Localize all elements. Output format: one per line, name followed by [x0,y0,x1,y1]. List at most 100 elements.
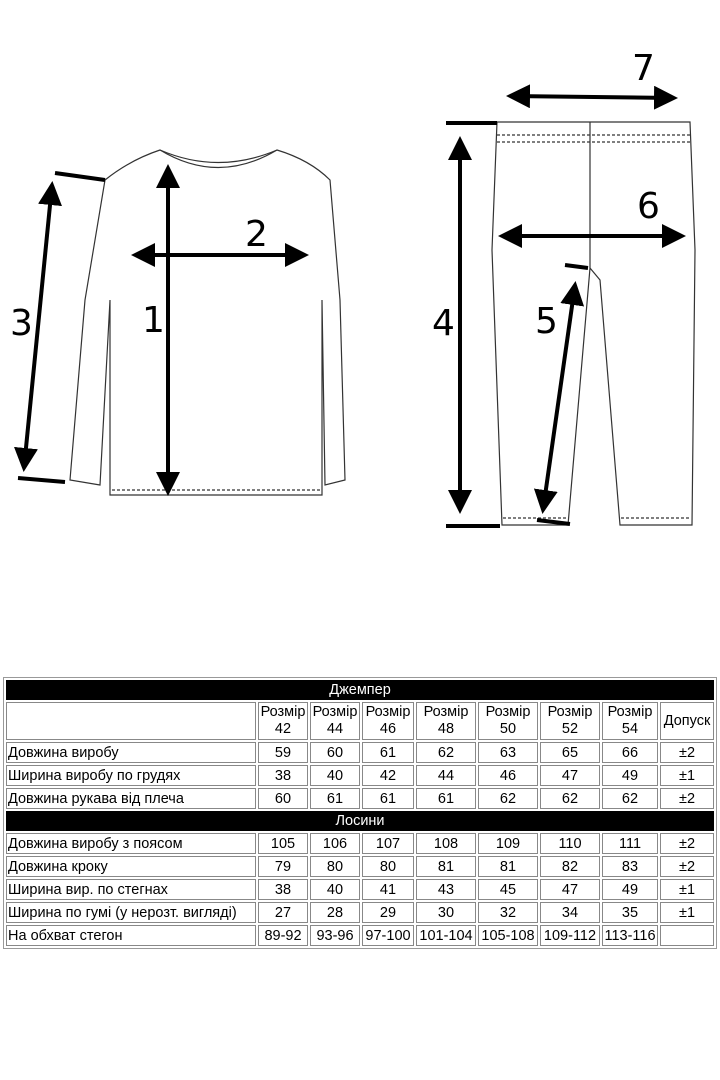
section-title: Джемпер [6,680,715,700]
value-cell: 83 [602,856,658,877]
value-cell: 106 [310,833,360,854]
value-cell: 93-96 [310,925,360,946]
value-cell: 80 [310,856,360,877]
size-word: Розмір [607,704,653,720]
tolerance-cell: ±2 [660,833,715,854]
value-cell: 30 [416,902,476,923]
tolerance-cell: ±2 [660,788,715,809]
value-cell: 62 [416,742,476,763]
value-cell: 61 [362,742,414,763]
value-cell: 35 [602,902,658,923]
tolerance-cell: ±1 [660,765,715,786]
label-1: 1 [142,300,165,341]
row-label: Довжина рукава від плеча [6,788,256,809]
value-cell: 81 [416,856,476,877]
size-number: 48 [437,721,455,737]
value-cell: 105-108 [478,925,538,946]
size-word: Розмір [365,704,411,720]
row-label: Ширина виробу по грудях [6,765,256,786]
value-cell: 49 [602,765,658,786]
value-cell: 107 [362,833,414,854]
sweater-outline [69,149,346,496]
label-3: 3 [10,303,33,344]
value-cell: 46 [478,765,538,786]
value-cell: 109-112 [540,925,600,946]
value-cell: 38 [258,879,308,900]
size-word: Розмір [423,704,469,720]
value-cell: 81 [478,856,538,877]
value-cell: 62 [540,788,600,809]
value-cell: 62 [478,788,538,809]
tolerance-cell [660,925,715,946]
size-word: Розмір [547,704,593,720]
label-2: 2 [245,214,268,255]
section-header: Лосини [6,811,715,831]
value-cell: 82 [540,856,600,877]
value-cell: 101-104 [416,925,476,946]
value-cell: 97-100 [362,925,414,946]
value-cell: 27 [258,902,308,923]
size-number: 46 [379,721,397,737]
row-label: Довжина виробу [6,742,256,763]
value-cell: 43 [416,879,476,900]
value-cell: 61 [362,788,414,809]
label-5: 5 [535,301,558,342]
value-cell: 80 [362,856,414,877]
value-cell: 65 [540,742,600,763]
value-cell: 59 [258,742,308,763]
size-word: Розмір [260,704,306,720]
size-word: Розмір [312,704,358,720]
tolerance-cell: ±2 [660,856,715,877]
value-cell: 47 [540,879,600,900]
value-cell: 60 [258,788,308,809]
value-cell: 89-92 [258,925,308,946]
value-cell: 44 [416,765,476,786]
value-cell: 47 [540,765,600,786]
value-cell: 79 [258,856,308,877]
row-label: Довжина виробу з поясом [6,833,256,854]
size-diagram: 1 2 3 4 5 6 7 [10,48,696,528]
leggings-outline [491,121,696,526]
size-number: 52 [561,721,579,737]
section-header: Джемпер [6,680,715,700]
value-cell: 40 [310,879,360,900]
value-cell: 40 [310,765,360,786]
value-cell: 34 [540,902,600,923]
value-cell: 105 [258,833,308,854]
value-cell: 108 [416,833,476,854]
value-cell: 109 [478,833,538,854]
value-cell: 66 [602,742,658,763]
value-cell: 28 [310,902,360,923]
value-cell: 42 [362,765,414,786]
size-number: 50 [499,721,517,737]
value-cell: 32 [478,902,538,923]
row-label: Ширина вир. по стегнах [6,879,256,900]
row-label: На обхват стегон [6,925,256,946]
tolerance-cell: ±1 [660,902,715,923]
size-number: 44 [326,721,344,737]
tolerance-cell: ±2 [660,742,715,763]
value-cell: 111 [602,833,658,854]
section-title: Лосини [6,811,715,831]
value-cell: 62 [602,788,658,809]
label-4: 4 [432,303,455,344]
size-word: Розмір [485,704,531,720]
row-label: Ширина по гумі (у нерозт. вигляді) [6,902,256,923]
row-label: Довжина кроку [6,856,256,877]
